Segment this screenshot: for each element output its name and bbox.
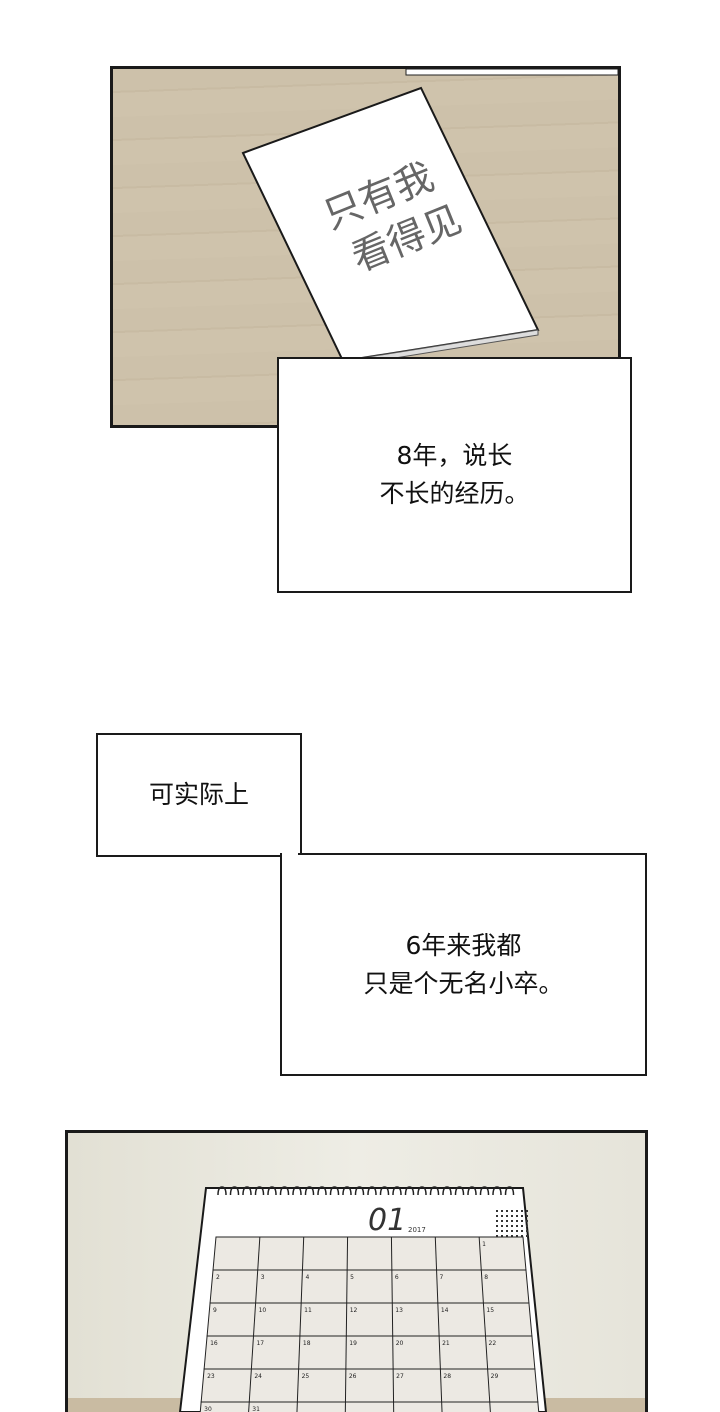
- mini-day: [521, 1220, 523, 1222]
- calendar-day: 3: [261, 1274, 265, 1281]
- calendar-day: 29: [491, 1373, 499, 1380]
- calendar-day: 23: [207, 1373, 215, 1380]
- mini-day: [526, 1215, 528, 1217]
- mini-day: [516, 1210, 518, 1212]
- calendar-day: 24: [254, 1373, 262, 1380]
- calendar-day: 21: [442, 1340, 450, 1347]
- calendar-day: 25: [302, 1373, 310, 1380]
- calendar-year: 2017: [408, 1226, 426, 1234]
- mini-day: [511, 1210, 513, 1212]
- mini-day: [516, 1230, 518, 1232]
- mini-day: [521, 1225, 523, 1227]
- calendar-day: 22: [489, 1340, 497, 1347]
- mini-day: [511, 1225, 513, 1227]
- calendar-day: 17: [256, 1340, 264, 1347]
- mini-day: [511, 1220, 513, 1222]
- calendar-day: 26: [349, 1373, 357, 1380]
- calendar-day: 14: [441, 1307, 449, 1314]
- calendar-day: 6: [395, 1274, 399, 1281]
- calendar-day: 9: [213, 1307, 217, 1314]
- mini-day: [526, 1225, 528, 1227]
- mini-day: [506, 1230, 508, 1232]
- mini-day: [501, 1215, 503, 1217]
- mini-day: [501, 1220, 503, 1222]
- mini-day: [501, 1210, 503, 1212]
- calendar-day: 27: [396, 1373, 404, 1380]
- caption-box-1: 8年，说长 不长的经历。: [277, 357, 632, 593]
- mini-day: [501, 1230, 503, 1232]
- mini-day: [521, 1230, 523, 1232]
- mini-day: [506, 1215, 508, 1217]
- caption3-line2: 只是个无名小卒。: [363, 965, 563, 1003]
- calendar-day: 16: [210, 1340, 218, 1347]
- mini-day: [521, 1210, 523, 1212]
- caption-box-3: 6年来我都 只是个无名小卒。: [280, 853, 647, 1076]
- calendar-day: 2: [216, 1274, 220, 1281]
- mini-day: [506, 1225, 508, 1227]
- mini-day: [501, 1225, 503, 1227]
- mini-day: [521, 1215, 523, 1217]
- mini-day: [516, 1225, 518, 1227]
- calendar-day: 8: [484, 1274, 488, 1281]
- calendar-day: 1: [482, 1241, 486, 1248]
- mini-day: [511, 1230, 513, 1232]
- mini-day: [516, 1220, 518, 1222]
- calendar-day: 5: [350, 1274, 354, 1281]
- calendar-day: 18: [303, 1340, 311, 1347]
- calendar-day: 28: [443, 1373, 451, 1380]
- calendar-day: 12: [350, 1307, 358, 1314]
- mini-day: [496, 1230, 498, 1232]
- mini-day: [526, 1235, 528, 1237]
- mini-day: [496, 1220, 498, 1222]
- calendar-row: [204, 1336, 535, 1369]
- calendar-day: 11: [304, 1307, 312, 1314]
- calendar-row: [207, 1303, 532, 1336]
- caption-box-2: 可实际上: [96, 733, 302, 857]
- mini-day: [506, 1210, 508, 1212]
- mini-day: [526, 1210, 528, 1212]
- mini-day: [496, 1225, 498, 1227]
- mini-day: [526, 1220, 528, 1222]
- caption3-line1: 6年来我都: [363, 927, 563, 965]
- mini-day: [511, 1215, 513, 1217]
- caption1-line2: 不长的经历。: [379, 475, 529, 513]
- calendar-day: 20: [396, 1340, 404, 1347]
- calendar-day: 7: [440, 1274, 444, 1281]
- calendar-day: 13: [395, 1307, 403, 1314]
- calendar-day: 30: [204, 1406, 212, 1412]
- mini-day: [526, 1230, 528, 1232]
- caption1-line1: 8年，说长: [379, 437, 529, 475]
- mini-day: [506, 1220, 508, 1222]
- mini-day: [496, 1215, 498, 1217]
- calendar-day: 19: [349, 1340, 357, 1347]
- calendar-day: 15: [486, 1307, 494, 1314]
- calendar-row: [201, 1369, 538, 1402]
- mini-day: [496, 1210, 498, 1212]
- mini-day: [516, 1215, 518, 1217]
- calendar-month: 01: [368, 1203, 406, 1238]
- caption-joint: [282, 850, 298, 856]
- caption2-text: 可实际上: [149, 776, 249, 814]
- calendar-day: 10: [259, 1307, 267, 1314]
- calendar-day: 31: [252, 1406, 260, 1412]
- calendar-day: 4: [305, 1274, 309, 1281]
